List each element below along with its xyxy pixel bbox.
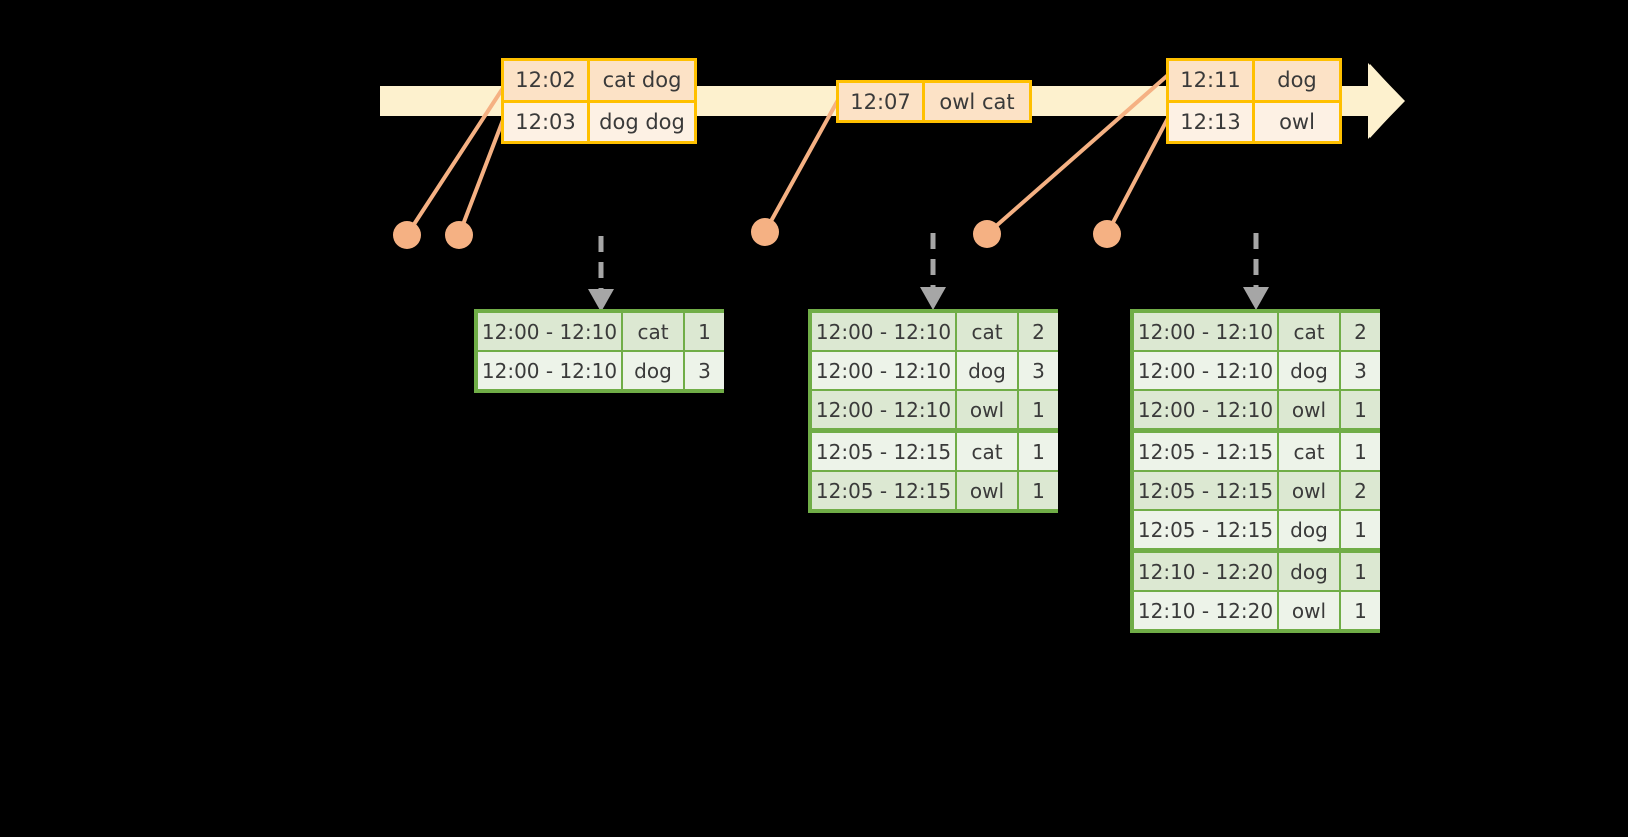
event-row[interactable]: 12:07 owl cat	[839, 83, 1029, 120]
cell-count: 3	[1341, 352, 1380, 389]
cell-window: 12:05 - 12:15	[812, 433, 955, 470]
cell-count: 1	[1341, 553, 1380, 590]
cell-window: 12:00 - 12:10	[812, 391, 955, 428]
cell-window: 12:05 - 12:15	[1134, 433, 1277, 470]
cell-window: 12:00 - 12:10	[812, 352, 955, 389]
cell-count: 2	[1341, 313, 1380, 350]
cell-key: dog	[623, 352, 683, 389]
cell-key: owl	[1279, 472, 1339, 509]
cell-window: 12:05 - 12:15	[1134, 511, 1277, 548]
cell-count: 2	[1019, 313, 1058, 350]
event-time: 12:03	[504, 102, 590, 141]
event-group-1[interactable]: 12:02 cat dog 12:03 dog dog	[501, 58, 697, 144]
connector-dots	[393, 218, 1121, 249]
cell-window: 12:00 - 12:10	[1134, 352, 1277, 389]
cell-key: dog	[1279, 352, 1339, 389]
cell-window: 12:00 - 12:10	[812, 313, 955, 350]
cell-key: dog	[1279, 511, 1339, 548]
cell-window: 12:00 - 12:10	[1134, 391, 1277, 428]
cell-window: 12:05 - 12:15	[812, 472, 955, 509]
cell-window: 12:00 - 12:10	[1134, 313, 1277, 350]
cell-count: 3	[685, 352, 724, 389]
emit-arrows	[598, 233, 1259, 292]
event-row[interactable]: 12:11 dog	[1169, 61, 1339, 100]
event-value: cat dog	[590, 61, 694, 100]
event-value: dog	[1255, 61, 1339, 100]
event-time: 12:02	[504, 61, 590, 100]
event-value: dog dog	[590, 102, 694, 141]
event-time: 12:07	[839, 83, 925, 120]
event-value: owl	[1255, 102, 1339, 141]
cell-window: 12:00 - 12:10	[478, 313, 621, 350]
cell-key: cat	[957, 433, 1017, 470]
cell-window: 12:00 - 12:10	[478, 352, 621, 389]
cell-key: owl	[1279, 391, 1339, 428]
cell-count: 1	[1341, 511, 1380, 548]
cell-count: 1	[1341, 592, 1380, 629]
cell-key: owl	[957, 472, 1017, 509]
cell-key: cat	[1279, 313, 1339, 350]
event-row[interactable]: 12:13 owl	[1169, 99, 1339, 141]
event-row[interactable]: 12:03 dog dog	[504, 99, 694, 141]
cell-window: 12:05 - 12:15	[1134, 472, 1277, 509]
event-time: 12:11	[1169, 61, 1255, 100]
cell-count: 1	[685, 313, 724, 350]
cell-key: owl	[1279, 592, 1339, 629]
event-group-2[interactable]: 12:07 owl cat	[836, 80, 1032, 123]
cell-key: cat	[1279, 433, 1339, 470]
cell-key: owl	[957, 391, 1017, 428]
cell-window: 12:10 - 12:20	[1134, 592, 1277, 629]
cell-count: 3	[1019, 352, 1058, 389]
event-value: owl cat	[925, 83, 1029, 120]
event-time: 12:13	[1169, 102, 1255, 141]
cell-window: 12:10 - 12:20	[1134, 553, 1277, 590]
event-row[interactable]: 12:02 cat dog	[504, 61, 694, 100]
cell-key: dog	[957, 352, 1017, 389]
cell-key: cat	[957, 313, 1017, 350]
cell-count: 1	[1341, 433, 1380, 470]
cell-key: dog	[1279, 553, 1339, 590]
cell-count: 2	[1341, 472, 1380, 509]
cell-count: 1	[1019, 391, 1058, 428]
cell-count: 1	[1019, 472, 1058, 509]
cell-count: 1	[1341, 391, 1380, 428]
cell-count: 1	[1019, 433, 1058, 470]
cell-key: cat	[623, 313, 683, 350]
event-group-3[interactable]: 12:11 dog 12:13 owl	[1166, 58, 1342, 144]
